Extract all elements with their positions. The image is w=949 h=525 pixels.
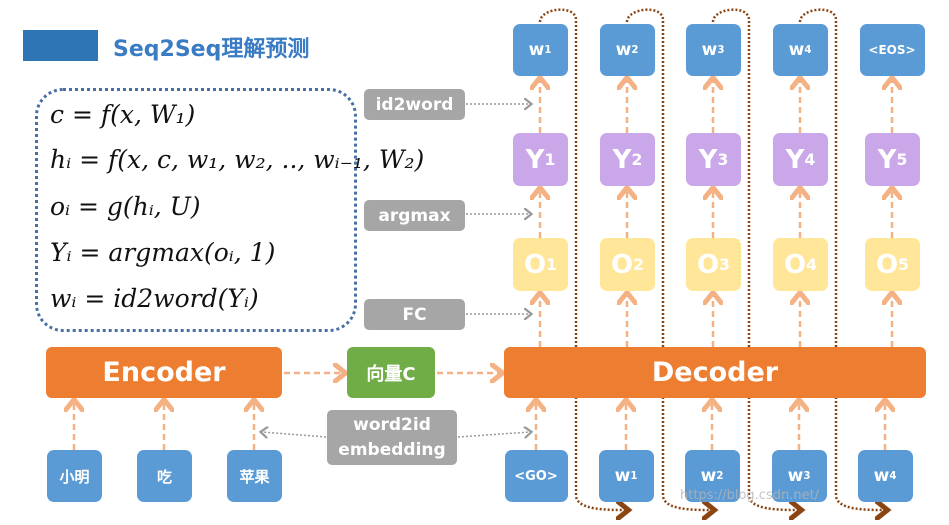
encoder-block: Encoder — [46, 347, 282, 398]
output-word: <EOS> — [859, 24, 925, 76]
formula-box — [35, 88, 357, 332]
embedding-pointer-right — [457, 432, 530, 437]
output-o-subscript: 1 — [546, 255, 557, 274]
output-word-subscript: 4 — [804, 44, 812, 56]
output-y-text: Y — [698, 144, 718, 175]
output-word-text: <EOS> — [868, 43, 916, 57]
decoder-input-text: <GO> — [514, 468, 558, 484]
output-y-text: Y — [785, 144, 805, 175]
embedding-label-line2: embedding — [338, 439, 446, 460]
output-o-subscript: 3 — [719, 255, 730, 274]
decoder-input-text: w — [873, 466, 890, 486]
output-word-text: w — [615, 40, 632, 60]
encoder-input: 小明 — [47, 450, 102, 502]
decoder-input-text: w — [614, 466, 631, 486]
output-o-subscript: 4 — [806, 255, 817, 274]
decoder-input-text: w — [787, 466, 804, 486]
output-y-subscript: 4 — [804, 150, 816, 169]
output-word-subscript: 3 — [717, 44, 725, 56]
output-y-text: Y — [877, 144, 897, 175]
output-word-text: w — [528, 40, 545, 60]
fc-label: FC — [364, 299, 465, 330]
output-o-text: O — [876, 249, 899, 280]
decoder-input-subscript: 2 — [716, 470, 724, 482]
decoder-input-subscript: 1 — [630, 470, 638, 482]
decoder-input-subscript: 4 — [889, 470, 897, 482]
page-title: Seq2Seq理解预测 — [113, 37, 310, 62]
formula-argmax: Yᵢ = argmax(oᵢ, 1) — [50, 238, 276, 267]
output-word-text: w — [701, 40, 718, 60]
output-o-text: O — [524, 249, 547, 280]
output-word-subscript: 1 — [544, 44, 552, 56]
argmax-label: argmax — [364, 200, 465, 231]
output-y-text: Y — [612, 144, 632, 175]
embedding-pointer-left — [262, 432, 327, 437]
formula-id2word: wᵢ = id2word(Yᵢ) — [50, 284, 259, 313]
output-word-subscript: 2 — [631, 44, 639, 56]
encoder-input: 苹果 — [227, 450, 282, 502]
formula-hidden: hᵢ = f(x, c, w₁, w₂, .., wᵢ₋₁, W₂) — [50, 145, 425, 174]
feedback-loop — [538, 8, 626, 510]
output-o-text: O — [697, 249, 720, 280]
embedding-label-line1: word2id — [353, 414, 431, 435]
output-y-subscript: 3 — [717, 150, 729, 169]
output-o-text: O — [784, 249, 807, 280]
feedback-loop — [711, 8, 799, 510]
embedding-label: word2id embedding — [327, 410, 457, 465]
output-y-subscript: 2 — [631, 150, 643, 169]
output-o-text: O — [611, 249, 634, 280]
title-accent-bar — [23, 30, 98, 61]
output-o-subscript: 5 — [898, 255, 909, 274]
decoder-input: <GO> — [504, 450, 568, 502]
decoder-input-text: w — [700, 466, 717, 486]
decoder-input-subscript: 3 — [803, 470, 811, 482]
formula-context: c = f(x, W₁) — [50, 100, 196, 129]
feedback-loop — [798, 8, 885, 510]
id2word-label: id2word — [364, 89, 465, 120]
context-vector: 向量C — [347, 347, 435, 398]
encoder-input: 吃 — [137, 450, 192, 502]
feedback-loop — [625, 8, 712, 510]
output-o-subscript: 2 — [633, 255, 644, 274]
decoder-block: Decoder — [504, 347, 926, 398]
formula-output: oᵢ = g(hᵢ, U) — [50, 192, 201, 221]
output-word-text: w — [788, 40, 805, 60]
output-y-subscript: 5 — [896, 150, 908, 169]
output-y-subscript: 1 — [544, 150, 556, 169]
watermark: https://blog.csdn.net/ — [680, 488, 820, 503]
output-y-text: Y — [525, 144, 545, 175]
